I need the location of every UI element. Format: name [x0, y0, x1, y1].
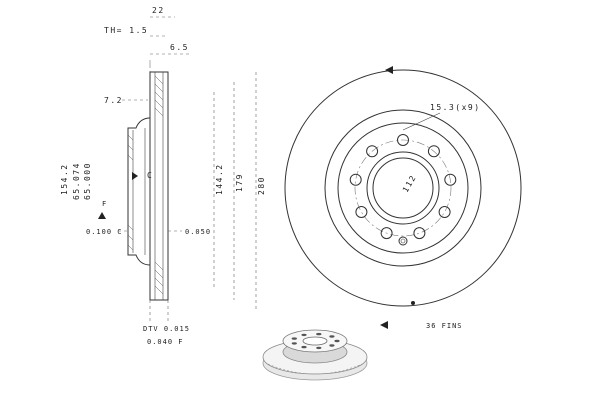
iso-bolt-hole: [329, 344, 335, 347]
rotation-arrow-top: [385, 66, 393, 74]
pcd-label: 112: [401, 173, 418, 194]
friction-ring-outline: [149, 71, 169, 301]
datum-f-arrow: [98, 212, 106, 219]
iso-bolt-hole: [301, 333, 307, 337]
iso-bolt-hole: [334, 339, 340, 343]
dim-outer-ring-label: 179: [235, 173, 244, 192]
iso-bolt-hole: [329, 335, 335, 338]
friction-ring-inner-edge: [324, 109, 482, 267]
bolt-hole: [413, 227, 426, 240]
bolt-circle: [354, 139, 452, 237]
runout-2-label: 0.040 F: [147, 338, 184, 346]
datum-c-label: C: [147, 171, 153, 180]
locating-hole: [398, 236, 408, 246]
rotation-arrow-bottom: [380, 321, 388, 329]
center-bore-outer: [366, 151, 440, 225]
iso-bolt-hole: [316, 346, 322, 350]
dim-overall-width-label: 22: [152, 6, 165, 15]
bolt-hole: [380, 227, 393, 240]
bolt-holes: [349, 134, 457, 240]
vent-hatch-top: [154, 75, 164, 117]
iso-bolt-hole: [301, 345, 307, 349]
bolt-spec-label: 15.3(x9): [430, 103, 481, 112]
dim-inner-dia-label: 144.2: [215, 163, 224, 195]
bolt-hole: [397, 134, 409, 146]
iso-bolt-hole: [316, 332, 322, 336]
bolt-hole: [366, 145, 379, 158]
vent-hatch-bottom: [154, 261, 164, 295]
hat-profile: [127, 117, 151, 266]
iso-bolt-hole: [291, 337, 297, 340]
side-view: 22 TH= 1.5 6.5 7.2: [60, 6, 266, 346]
iso-bolt-hole: [291, 342, 297, 345]
runout-1-label: DTV 0.015: [143, 325, 190, 333]
disc-outer-edge: [284, 69, 522, 307]
center-bore-inner: [372, 157, 434, 219]
bolt-hole: [427, 145, 440, 158]
index-dot: [411, 301, 415, 305]
bolt-spec-leader: [402, 112, 441, 131]
fins-label: 36 FINS: [426, 322, 463, 330]
dim-centering-1-label: 65.074: [72, 162, 81, 200]
tol-left-label: 0.100 C: [86, 228, 123, 236]
isometric-disc-thumbnail: [262, 329, 368, 381]
iso-center-bore: [302, 336, 328, 346]
datum-c-arrow: [132, 172, 138, 180]
hat-outer-edge: [337, 122, 469, 254]
iso-bolt-holes: [291, 332, 340, 350]
dim-disc-dia-label: 280: [257, 176, 266, 195]
dim-flange-label: 7.2: [104, 96, 123, 105]
dim-th-label: TH= 1.5: [104, 26, 148, 35]
iso-vent-rim: [267, 363, 363, 375]
hat-hatch: [127, 134, 134, 251]
front-view: 15.3(x9) 112 36 FINS: [284, 66, 522, 330]
dim-hat-label: 6.5: [170, 43, 189, 52]
bolt-hole: [349, 173, 362, 186]
dim-centering-2-label: 65.000: [83, 162, 92, 200]
bolt-hole: [444, 173, 457, 186]
tol-right-label: 0.050: [185, 228, 211, 236]
bolt-hole: [438, 206, 451, 218]
datum-f-label: F: [102, 200, 107, 208]
dim-hub-dia-label: 154.2: [60, 163, 69, 195]
bolt-hole: [355, 206, 368, 218]
locating-hole-inner: [400, 238, 406, 244]
